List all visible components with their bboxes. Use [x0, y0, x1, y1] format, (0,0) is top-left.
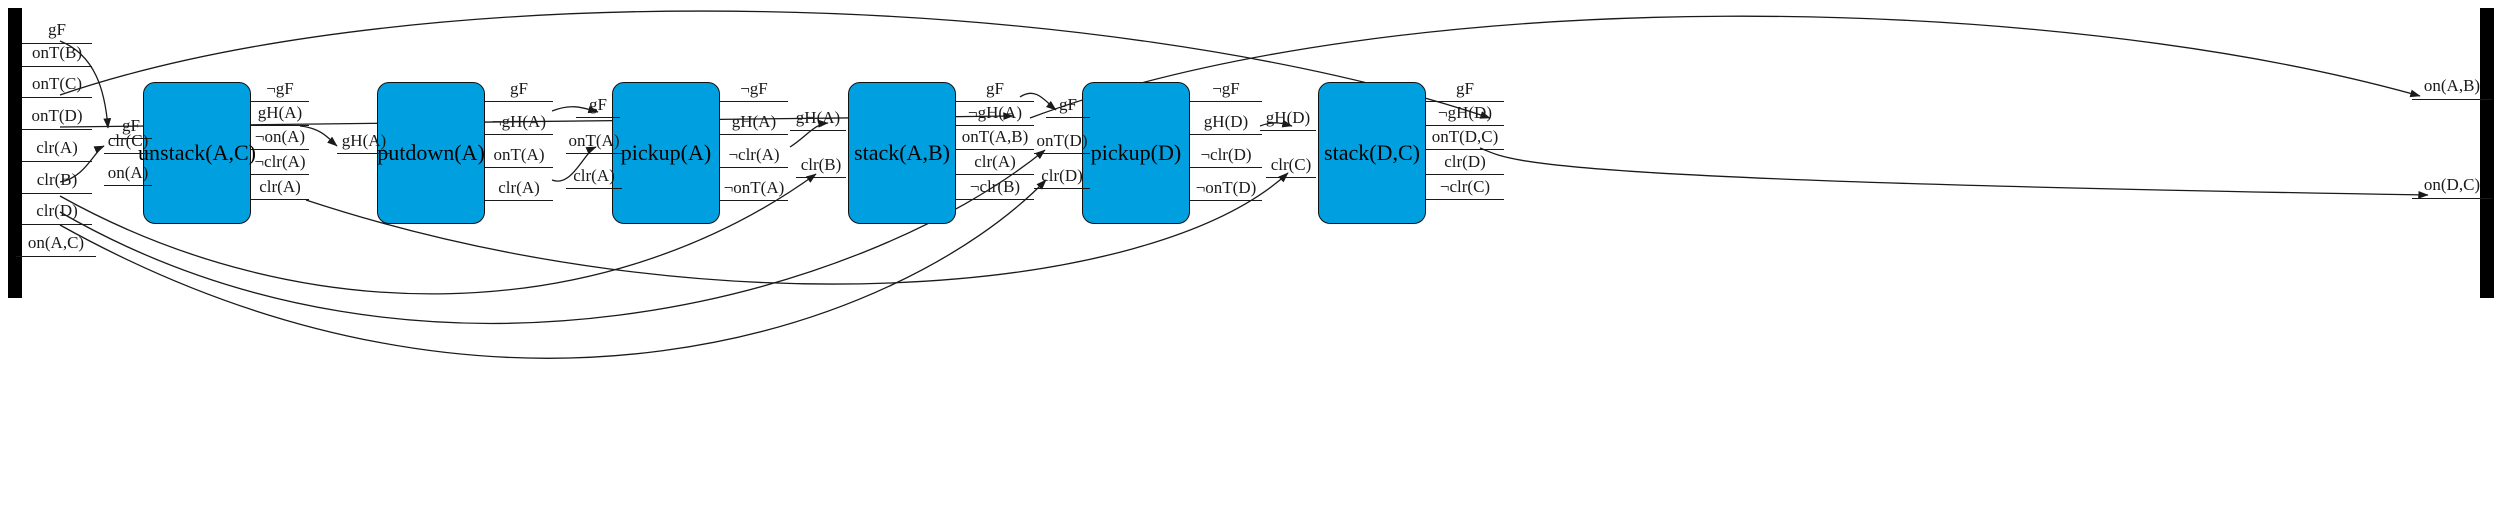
output-port: ¬clr(B) — [956, 177, 1034, 200]
initial-literal: gF — [22, 20, 92, 44]
output-port: ¬gF — [720, 79, 788, 102]
action-label: pickup(D) — [1090, 140, 1182, 165]
output-port: gH(A) — [251, 103, 309, 126]
output-port: ¬gH(D) — [1426, 103, 1504, 126]
input-port: gF — [110, 116, 152, 139]
action-node-unstack[interactable]: unstack(A,C) — [138, 82, 256, 224]
output-port: ¬clr(A) — [720, 145, 788, 168]
input-port: gH(D) — [1260, 108, 1316, 131]
output-port: ¬onT(A) — [720, 178, 788, 201]
output-port: ¬gH(A) — [956, 103, 1034, 126]
output-port: gH(D) — [1190, 112, 1262, 135]
output-port: gF — [485, 79, 553, 102]
output-port: ¬clr(A) — [251, 152, 309, 175]
goal-literal: on(D,C) — [2412, 175, 2492, 199]
action-node-pickup-a[interactable]: pickup(A) — [612, 82, 720, 224]
initial-literal: clr(D) — [22, 201, 92, 225]
input-port: clr(C) — [104, 131, 152, 154]
output-port: gH(A) — [720, 112, 788, 135]
output-port: clr(A) — [956, 152, 1034, 175]
output-port: gF — [956, 79, 1034, 102]
initial-literal: on(A,C) — [16, 233, 96, 257]
action-label: putdown(A) — [377, 140, 485, 165]
input-port: clr(D) — [1034, 166, 1090, 189]
initial-literal: onT(D) — [22, 106, 92, 130]
action-label: unstack(A,C) — [138, 140, 256, 165]
output-port: onT(A,B) — [956, 127, 1034, 150]
action-node-putdown[interactable]: putdown(A) — [377, 82, 485, 224]
output-port: clr(A) — [485, 178, 553, 201]
output-port: onT(D,C) — [1426, 127, 1504, 150]
action-label: pickup(A) — [620, 140, 712, 165]
output-port: ¬gF — [251, 79, 309, 102]
output-port: onT(A) — [485, 145, 553, 168]
initial-literal: clr(B) — [22, 170, 92, 194]
input-port: clr(A) — [566, 166, 622, 189]
action-node-pickup-d[interactable]: pickup(D) — [1082, 82, 1190, 224]
output-port: ¬clr(D) — [1190, 145, 1262, 168]
output-port: ¬onT(D) — [1190, 178, 1262, 201]
output-port: ¬on(A) — [251, 127, 309, 150]
output-port: gF — [1426, 79, 1504, 102]
input-port: gF — [576, 95, 620, 118]
input-port: gH(A) — [790, 108, 846, 131]
goal-state-bar — [2480, 8, 2494, 298]
input-port: onT(A) — [566, 131, 622, 154]
action-label: stack(D,C) — [1324, 140, 1420, 165]
initial-literal: onT(C) — [22, 74, 92, 98]
input-port: onT(D) — [1034, 131, 1090, 154]
output-port: ¬clr(C) — [1426, 177, 1504, 200]
output-port: clr(D) — [1426, 152, 1504, 175]
input-port: clr(B) — [796, 155, 846, 178]
input-port: gH(A) — [337, 131, 391, 154]
goal-literal: on(A,B) — [2412, 76, 2492, 100]
action-node-stack-ab[interactable]: stack(A,B) — [848, 82, 956, 224]
input-port: gF — [1046, 95, 1090, 118]
initial-literal: onT(B) — [22, 43, 92, 67]
output-port: ¬gH(A) — [485, 112, 553, 135]
initial-literal: clr(A) — [22, 138, 92, 162]
output-port: clr(A) — [251, 177, 309, 200]
output-port: ¬gF — [1190, 79, 1262, 102]
action-node-stack-dc[interactable]: stack(D,C) — [1318, 82, 1426, 224]
input-port: clr(C) — [1266, 155, 1316, 178]
initial-state-bar — [8, 8, 22, 298]
action-label: stack(A,B) — [854, 140, 950, 165]
input-port: on(A) — [104, 163, 152, 186]
